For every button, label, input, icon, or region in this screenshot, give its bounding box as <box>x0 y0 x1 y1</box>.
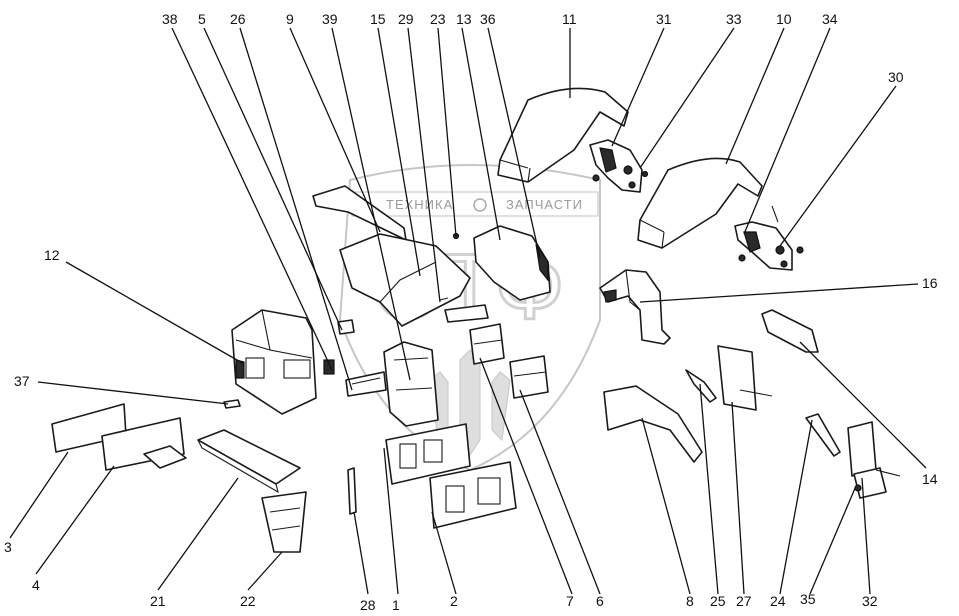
part-12-cab <box>231 309 317 415</box>
part-37-pin <box>223 399 241 409</box>
part-39-15-hood <box>339 233 489 327</box>
callout-10: 10 <box>776 11 792 27</box>
part-25-bolt <box>685 369 717 403</box>
part-38-5-blocks <box>323 319 355 375</box>
watermark-left-word: ТЕХНИКА <box>386 197 453 212</box>
callout-1: 1 <box>392 597 400 613</box>
part-2-panel <box>429 461 517 529</box>
callout-24: 24 <box>770 593 786 609</box>
callout-8: 8 <box>686 593 694 609</box>
callout-21: 21 <box>150 593 166 609</box>
callout-35: 35 <box>800 591 816 607</box>
part-10-fender <box>637 157 763 249</box>
part-11-fender <box>497 87 629 183</box>
part-4-panel <box>101 417 187 471</box>
part-22-ladder <box>261 491 307 553</box>
part-1-door-frame <box>383 341 471 485</box>
gear-icon <box>473 198 487 212</box>
part-13-36-housing <box>473 225 551 301</box>
callout-2: 2 <box>450 593 458 609</box>
callout-34: 34 <box>822 11 838 27</box>
callout-31: 31 <box>656 11 672 27</box>
callout-23: 23 <box>430 11 446 27</box>
callout-36: 36 <box>480 11 496 27</box>
callout-25: 25 <box>710 593 726 609</box>
part-27-plate <box>717 345 773 411</box>
callout-29: 29 <box>398 11 414 27</box>
callout-14: 14 <box>922 471 938 487</box>
callout-39: 39 <box>322 11 338 27</box>
part-26-frame <box>345 371 387 397</box>
part-7-frame <box>469 323 505 365</box>
callout-32: 32 <box>862 593 878 609</box>
callout-38: 38 <box>162 11 178 27</box>
callout-9: 9 <box>286 11 294 27</box>
part-28-rod <box>347 467 357 515</box>
watermark-right-word: ЗАПЧАСТИ <box>506 197 583 212</box>
callout-3: 3 <box>4 539 12 555</box>
callout-22: 22 <box>240 593 256 609</box>
part-31-33-bracket <box>589 139 649 193</box>
callout-12: 12 <box>44 247 60 263</box>
part-8-fender-arm <box>603 385 703 463</box>
leader-lines <box>9 27 927 595</box>
callout-15: 15 <box>370 11 386 27</box>
callout-11: 11 <box>562 11 577 27</box>
part-6-frame <box>509 355 549 399</box>
part-32-plate <box>847 421 901 499</box>
callout-28: 28 <box>360 597 376 613</box>
callout-7: 7 <box>566 593 574 609</box>
callout-labels: 38 5 26 9 39 15 29 23 13 36 11 31 33 10 … <box>4 11 938 613</box>
callout-37: 37 <box>14 373 30 389</box>
callout-16: 16 <box>922 275 938 291</box>
part-16-bracket-frame <box>599 269 671 345</box>
callout-30: 30 <box>888 69 904 85</box>
callout-6: 6 <box>596 593 604 609</box>
part-14-strip <box>761 309 819 353</box>
part-30-34-bracket <box>734 205 804 271</box>
callout-27: 27 <box>736 593 752 609</box>
callout-5: 5 <box>198 11 206 27</box>
part-24-rod <box>805 413 841 457</box>
callout-33: 33 <box>726 11 742 27</box>
part-21-step-panel <box>197 429 301 494</box>
callout-26: 26 <box>230 11 246 27</box>
callout-4: 4 <box>32 577 40 593</box>
callout-13: 13 <box>456 11 472 27</box>
